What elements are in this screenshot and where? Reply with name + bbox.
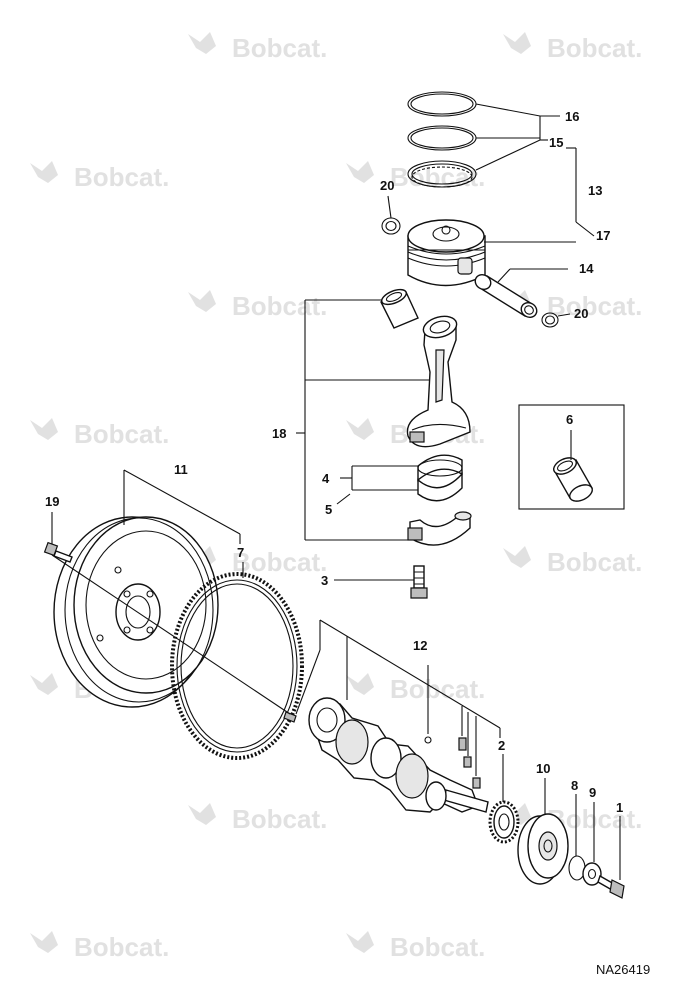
watermark-row7-left: Bobcat. <box>188 803 327 834</box>
callout-6: 6 <box>566 412 573 427</box>
pulley-bolt <box>597 874 625 899</box>
svg-text:Bobcat.: Bobcat. <box>390 932 485 962</box>
svg-text:Bobcat.: Bobcat. <box>74 932 169 962</box>
callout-16: 16 <box>565 109 579 124</box>
piston <box>407 219 486 287</box>
flywheel <box>53 516 219 708</box>
bearing-upper-shell <box>417 454 463 502</box>
callout-4: 4 <box>322 471 330 486</box>
callout-labels: 16 15 13 17 20 14 20 18 4 5 6 3 11 19 7 … <box>45 109 650 977</box>
watermark-top-left: Bobcat. <box>188 32 327 63</box>
dowel-pin <box>283 711 297 723</box>
callout-17: 17 <box>596 228 610 243</box>
svg-text:Bobcat.: Bobcat. <box>74 162 169 192</box>
watermark-row3-left: Bobcat. <box>188 290 327 321</box>
watermark-row8-mid: Bobcat. <box>346 931 485 962</box>
crank-keys <box>424 736 481 789</box>
callout-8: 8 <box>571 778 578 793</box>
piston-ring-top <box>407 91 477 117</box>
callout-13: 13 <box>588 183 602 198</box>
watermark-layer: Bobcat. Bobcat. Bobcat. Bobcat. Bobcat. … <box>30 32 642 962</box>
callout-20-right: 20 <box>574 306 588 321</box>
washer <box>582 862 602 886</box>
watermark-row8-left: Bobcat. <box>30 931 169 962</box>
callout-7: 7 <box>237 545 244 560</box>
crank-pulley <box>517 813 569 885</box>
watermark-row5-right: Bobcat. <box>503 546 642 577</box>
svg-text:Bobcat.: Bobcat. <box>232 33 327 63</box>
callout-18: 18 <box>272 426 286 441</box>
watermark-row2-left: Bobcat. <box>30 161 169 192</box>
svg-text:Bobcat.: Bobcat. <box>232 291 327 321</box>
piston-ring-oil <box>407 160 477 188</box>
callout-5: 5 <box>325 502 332 517</box>
drawing-reference: NA26419 <box>596 962 650 977</box>
callout-3: 3 <box>321 573 328 588</box>
callout-9: 9 <box>589 785 596 800</box>
snap-ring-upper <box>381 217 401 235</box>
watermark-row6-mid: Bobcat. <box>346 673 485 704</box>
callout-15: 15 <box>549 135 563 150</box>
svg-text:Bobcat.: Bobcat. <box>232 804 327 834</box>
callout-1: 1 <box>616 800 623 815</box>
watermark-top-right: Bobcat. <box>503 32 642 63</box>
bushing-detail-box <box>518 404 625 510</box>
piston-ring-second <box>407 125 477 151</box>
svg-text:Bobcat.: Bobcat. <box>232 547 327 577</box>
svg-text:Bobcat.: Bobcat. <box>547 547 642 577</box>
callout-12: 12 <box>413 638 427 653</box>
small-end-bushing <box>380 288 419 329</box>
flywheel-bolt <box>43 541 73 563</box>
callout-20-upper: 20 <box>380 178 394 193</box>
snap-ring-right <box>541 312 559 328</box>
watermark-row4-left: Bobcat. <box>30 418 169 449</box>
callout-2: 2 <box>498 738 505 753</box>
piston-pin <box>474 274 538 318</box>
leader-lines <box>51 103 621 880</box>
svg-text:Bobcat.: Bobcat. <box>547 33 642 63</box>
callout-14: 14 <box>579 261 594 276</box>
svg-text:Bobcat.: Bobcat. <box>547 291 642 321</box>
rod-bolt <box>410 565 428 599</box>
svg-text:Bobcat.: Bobcat. <box>390 674 485 704</box>
svg-text:Bobcat.: Bobcat. <box>74 419 169 449</box>
ring-gear <box>170 572 304 760</box>
crank-gear <box>488 800 520 844</box>
callout-19: 19 <box>45 494 59 509</box>
crankshaft <box>308 697 489 813</box>
connecting-rod <box>406 315 471 448</box>
rod-cap <box>407 511 472 546</box>
callout-10: 10 <box>536 761 550 776</box>
callout-11: 11 <box>174 462 188 477</box>
